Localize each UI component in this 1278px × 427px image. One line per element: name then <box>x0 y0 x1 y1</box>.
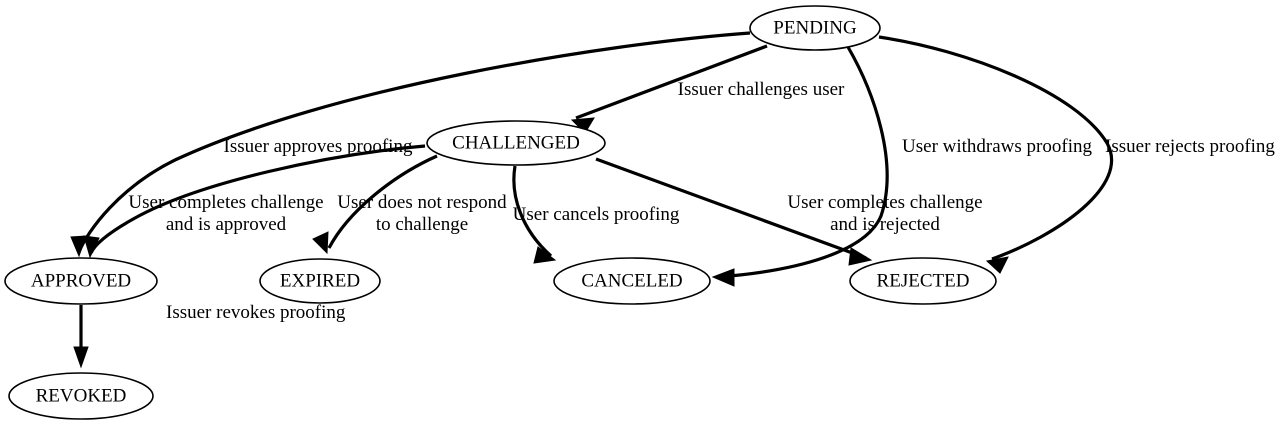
edges-layer <box>70 31 1114 369</box>
node-revoked[interactable]: REVOKED <box>8 372 154 420</box>
node-label-challenged: CHALLENGED <box>452 132 580 153</box>
edge-path <box>575 44 768 120</box>
arrow-head <box>570 117 595 134</box>
edge-path <box>77 31 751 253</box>
edge-label-issuer-revokes-proofing: Issuer revokes proofing <box>166 302 346 323</box>
edge-path <box>595 157 867 260</box>
edge-challenged-to-rejected <box>595 157 873 266</box>
node-shape[interactable] <box>749 5 881 51</box>
edge-label-issuer-rejects-proofing: Issuer rejects proofing <box>1105 136 1275 157</box>
edge-label-user-completes-challenge-approved-line1: User completes challenge <box>128 192 323 213</box>
edge-label-issuer-challenges-user: Issuer challenges user <box>678 79 845 100</box>
node-shape[interactable] <box>426 120 606 166</box>
edge-pending-to-challenged <box>570 44 768 134</box>
edge-labels-layer: Issuer challenges user Issuer approves p… <box>128 79 1275 323</box>
edge-pending-to-rejected <box>878 35 1114 274</box>
edge-path <box>717 46 889 279</box>
edge-label-user-does-not-respond-line2: to challenge <box>376 214 468 235</box>
arrow-head <box>70 235 87 258</box>
arrow-head <box>83 235 100 259</box>
arrow-head <box>73 346 89 369</box>
node-shape[interactable] <box>259 258 381 304</box>
arrow-head <box>985 256 1009 274</box>
node-shape[interactable] <box>4 257 158 305</box>
node-label-pending: PENDING <box>773 17 857 38</box>
node-label-rejected: REJECTED <box>877 270 970 291</box>
edge-path <box>327 154 438 249</box>
edge-approved-to-revoked <box>73 305 89 369</box>
node-challenged[interactable]: CHALLENGED <box>426 120 606 166</box>
edge-path <box>512 165 553 258</box>
edge-pending-to-canceled <box>711 46 889 287</box>
node-rejected[interactable]: REJECTED <box>849 257 997 305</box>
edge-path <box>89 144 426 254</box>
arrow-head <box>312 231 329 255</box>
node-label-canceled: CANCELED <box>581 270 682 291</box>
edge-pending-to-approved <box>70 31 751 258</box>
edge-label-user-completes-challenge-rejected-line1: User completes challenge <box>787 192 982 213</box>
node-pending[interactable]: PENDING <box>749 5 881 51</box>
edge-label-user-withdraws-proofing: User withdraws proofing <box>902 136 1092 157</box>
edge-path <box>878 35 1114 261</box>
node-approved[interactable]: APPROVED <box>4 257 158 305</box>
edge-label-user-cancels-proofing: User cancels proofing <box>513 204 680 225</box>
arrow-head <box>533 246 557 264</box>
node-label-revoked: REVOKED <box>36 385 127 406</box>
arrow-head <box>711 268 735 287</box>
edge-label-user-does-not-respond-line1: User does not respond <box>337 192 507 213</box>
edge-challenged-to-approved-approves <box>83 144 426 259</box>
node-canceled[interactable]: CANCELED <box>553 257 711 305</box>
node-shape[interactable] <box>8 372 154 420</box>
node-shape[interactable] <box>553 257 711 305</box>
nodes-layer: PENDING CHALLENGED APPROVED EXPIRED CANC… <box>4 5 997 420</box>
edge-label-user-completes-challenge-approved-line2: and is approved <box>166 214 287 235</box>
edge-label-user-completes-challenge-rejected-line2: and is rejected <box>830 214 940 235</box>
edge-challenged-to-expired <box>312 154 438 255</box>
arrow-head <box>848 247 873 266</box>
node-shape[interactable] <box>849 257 997 305</box>
node-expired[interactable]: EXPIRED <box>259 258 381 304</box>
edge-challenged-to-canceled <box>512 165 557 264</box>
node-label-expired: EXPIRED <box>280 270 360 291</box>
edge-label-issuer-approves-proofing: Issuer approves proofing <box>224 136 413 157</box>
node-label-approved: APPROVED <box>31 270 131 291</box>
